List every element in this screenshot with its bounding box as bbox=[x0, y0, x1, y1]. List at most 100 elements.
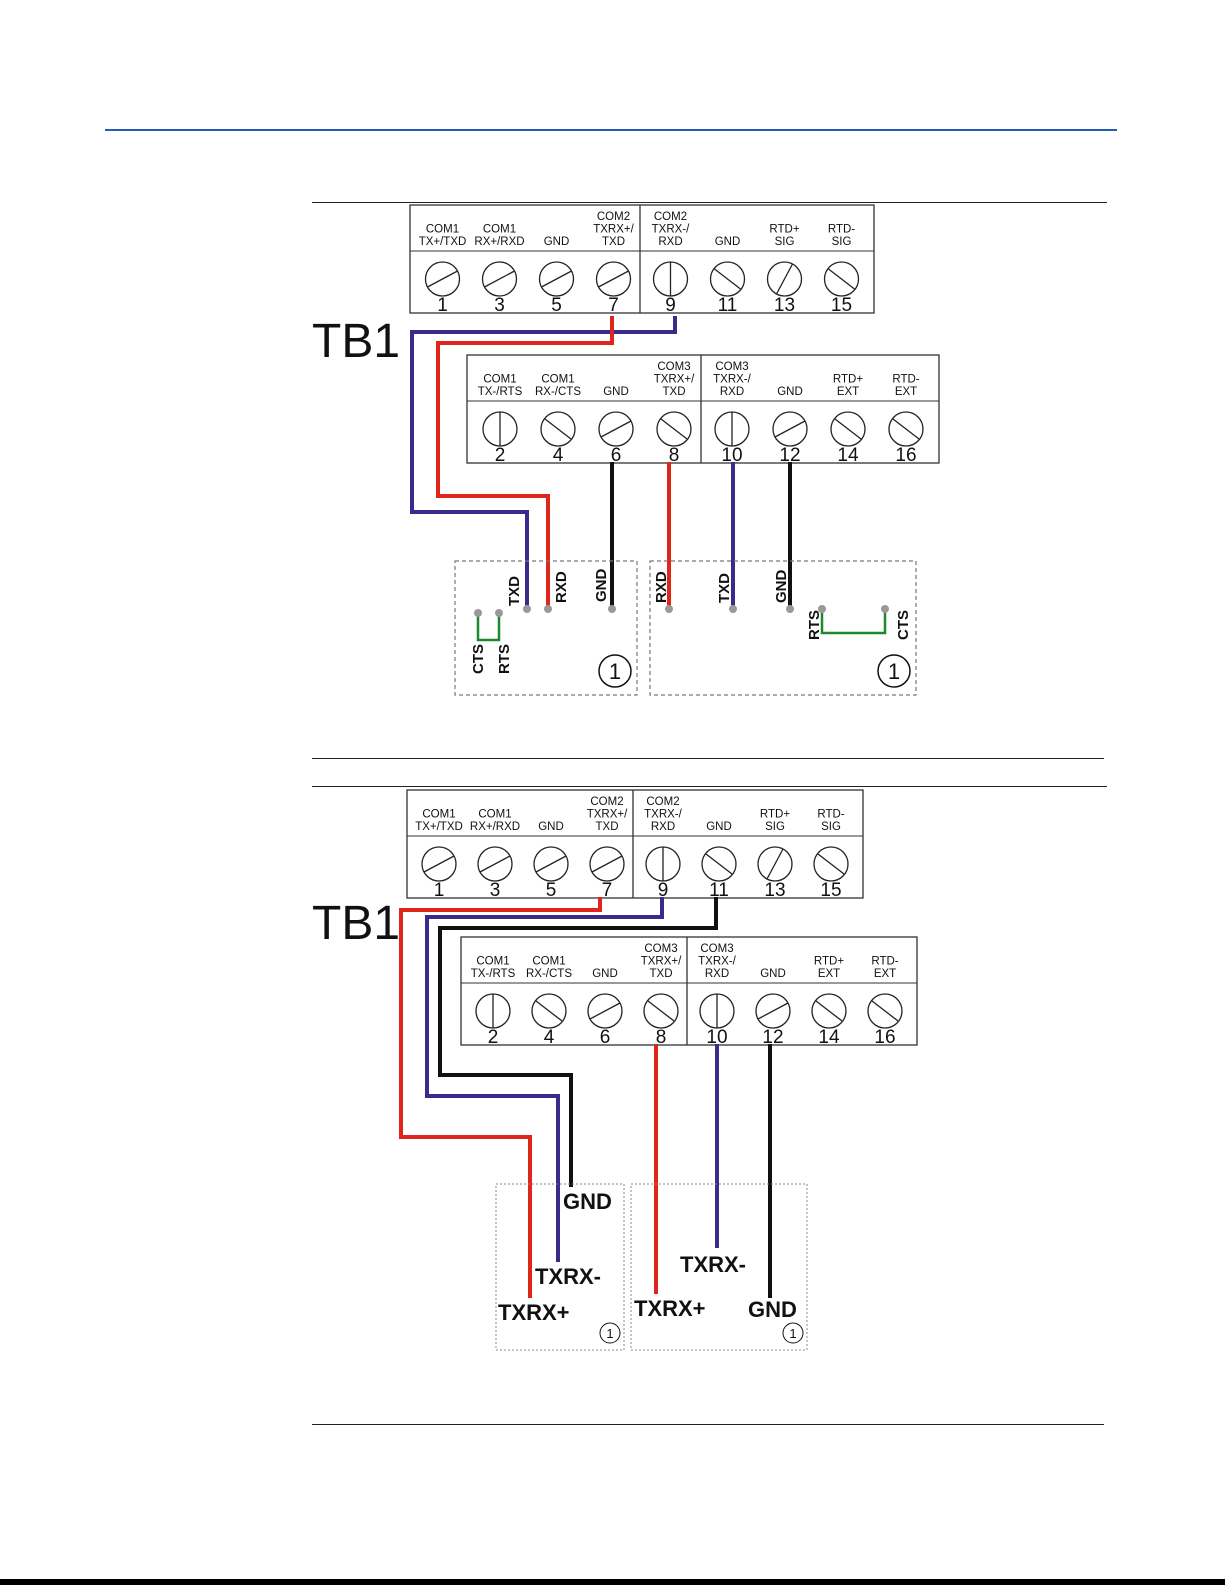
terminal-header-label: TXRX-/ bbox=[698, 956, 737, 968]
figure2-bottom-rule bbox=[312, 1424, 1104, 1425]
terminal-number: 15 bbox=[831, 295, 852, 316]
terminal-number: 6 bbox=[600, 1027, 611, 1048]
terminal-header-label: TX-/RTS bbox=[471, 968, 516, 980]
terminal-block-frame bbox=[460, 936, 918, 1046]
terminal-header-label: RX-/CTS bbox=[526, 968, 572, 980]
terminal-number: 8 bbox=[669, 445, 680, 466]
terminal-number: 5 bbox=[551, 295, 562, 316]
terminal-header-label: SIG bbox=[832, 236, 852, 248]
terminal-number: 3 bbox=[490, 880, 501, 901]
terminal-header-label: GND bbox=[603, 386, 629, 398]
terminal-header-label: COM3 bbox=[657, 361, 690, 373]
terminal-header-label: TXRX-/ bbox=[644, 809, 683, 821]
diagram-2: TB1 COM1TX+/TXD1COM1RX+/RXD3GND5COM2TXRX… bbox=[312, 789, 918, 1351]
terminal-header-label: EXT bbox=[818, 968, 840, 980]
label-rxd: RXD bbox=[553, 571, 570, 603]
terminal-header-label: COM3 bbox=[644, 943, 677, 955]
terminal-header-label: TXRX+/ bbox=[593, 224, 634, 236]
terminal-header-label: GND bbox=[592, 968, 618, 980]
terminal-number: 9 bbox=[658, 880, 669, 901]
terminal-header-label: SIG bbox=[821, 821, 841, 833]
tb1-label-2: TB1 bbox=[312, 897, 400, 950]
terminal-header-label: COM1 bbox=[483, 374, 516, 386]
terminal-header-label: TXRX+/ bbox=[641, 956, 682, 968]
wire-red-7-to-rxd bbox=[436, 316, 614, 608]
terminal-number: 9 bbox=[665, 295, 676, 316]
terminal-number: 16 bbox=[874, 1027, 895, 1048]
terminal-header-label: COM2 bbox=[597, 211, 630, 223]
terminal-header-label: COM1 bbox=[478, 809, 511, 821]
terminal-header-label: TXD bbox=[663, 386, 686, 398]
wire-red-7-to-txrx-plus bbox=[399, 897, 602, 1298]
terminal-number: 10 bbox=[706, 1027, 727, 1048]
label-rxd-right: RXD bbox=[653, 571, 670, 603]
label-txd-right: TXD bbox=[716, 573, 733, 603]
terminal-header-label: GND bbox=[538, 821, 564, 833]
terminal-header-label: COM1 bbox=[476, 956, 509, 968]
terminal-header-label: TX+/TXD bbox=[415, 821, 463, 833]
terminal-header-label: TXRX+/ bbox=[654, 374, 695, 386]
terminal-header-label: RXD bbox=[705, 968, 729, 980]
label-rts: RTS bbox=[496, 644, 513, 674]
terminal-header-label: RTD- bbox=[828, 224, 855, 236]
pin-rxd bbox=[544, 605, 552, 613]
terminal-number: 1 bbox=[434, 880, 445, 901]
terminal-header-label: GND bbox=[760, 968, 786, 980]
terminal-header-label: SIG bbox=[765, 821, 785, 833]
pin-cts bbox=[474, 609, 482, 617]
terminal-header-label: COM2 bbox=[590, 796, 623, 808]
device-left-box bbox=[454, 560, 638, 696]
label-cts: CTS bbox=[470, 644, 487, 674]
callout-1-right-2-text: 1 bbox=[789, 1326, 796, 1341]
terminal-block-frame bbox=[406, 789, 864, 899]
label-txrx-minus-right-2: TXRX- bbox=[680, 1252, 746, 1277]
terminal-number: 5 bbox=[546, 880, 557, 901]
terminal-number: 12 bbox=[779, 445, 800, 466]
terminal-number: 11 bbox=[709, 880, 729, 901]
wire-purple-1-to-txd bbox=[410, 316, 677, 608]
terminal-number: 7 bbox=[608, 295, 619, 316]
terminal-header-label: TXRX+/ bbox=[587, 809, 628, 821]
terminal-header-label: COM1 bbox=[426, 224, 459, 236]
terminal-header-label: RTD+ bbox=[814, 956, 844, 968]
terminal-header-label: COM3 bbox=[715, 361, 748, 373]
terminal-header-label: RTD- bbox=[871, 956, 898, 968]
jumper-rts-cts-right bbox=[820, 610, 887, 635]
terminal-header-label: RTD- bbox=[817, 809, 844, 821]
terminal-number: 14 bbox=[818, 1027, 840, 1048]
pin-rts bbox=[495, 609, 503, 617]
label-txrx-minus-2: TXRX- bbox=[535, 1264, 601, 1289]
callout-1-right-2 bbox=[782, 1322, 804, 1344]
terminal-header-label: COM1 bbox=[541, 374, 574, 386]
figure1-bottom-rule bbox=[312, 758, 1104, 759]
terminal-header-label: GND bbox=[777, 386, 803, 398]
terminal-header-label: COM1 bbox=[422, 809, 455, 821]
terminal-header-label: GND bbox=[715, 236, 741, 248]
terminal-header-label: GND bbox=[706, 821, 732, 833]
terminal-header-label: EXT bbox=[837, 386, 859, 398]
wire-purple-9-to-txrx-minus bbox=[425, 897, 664, 1262]
terminal-header-label: COM3 bbox=[700, 943, 733, 955]
terminal-header-label: RX-/CTS bbox=[535, 386, 581, 398]
terminal-number: 16 bbox=[895, 445, 916, 466]
terminal-header-label: RXD bbox=[658, 236, 682, 248]
terminal-header-label: COM2 bbox=[646, 796, 679, 808]
terminal-header-label: GND bbox=[544, 236, 570, 248]
device-right-box-2 bbox=[630, 1183, 808, 1351]
terminal-block-frame bbox=[409, 204, 875, 314]
terminal-header-label: TXRX-/ bbox=[652, 224, 691, 236]
callout-1-left bbox=[598, 654, 632, 688]
terminal-number: 8 bbox=[656, 1027, 667, 1048]
terminal-number: 13 bbox=[774, 295, 795, 316]
jumper-cts-rts-left bbox=[476, 614, 501, 642]
label-txrx-plus-right-2: TXRX+ bbox=[634, 1296, 706, 1321]
label-gnd-right-2: GND bbox=[748, 1297, 797, 1322]
terminal-number: 10 bbox=[721, 445, 742, 466]
terminal-header-label: RTD+ bbox=[769, 224, 799, 236]
pin-txd-right bbox=[729, 605, 737, 613]
pin-gnd bbox=[608, 605, 616, 613]
pin-gnd-right bbox=[786, 605, 794, 613]
terminal-header-label: RTD- bbox=[892, 374, 919, 386]
terminal-number: 14 bbox=[837, 445, 859, 466]
terminal-header-label: RX+/RXD bbox=[474, 236, 524, 248]
